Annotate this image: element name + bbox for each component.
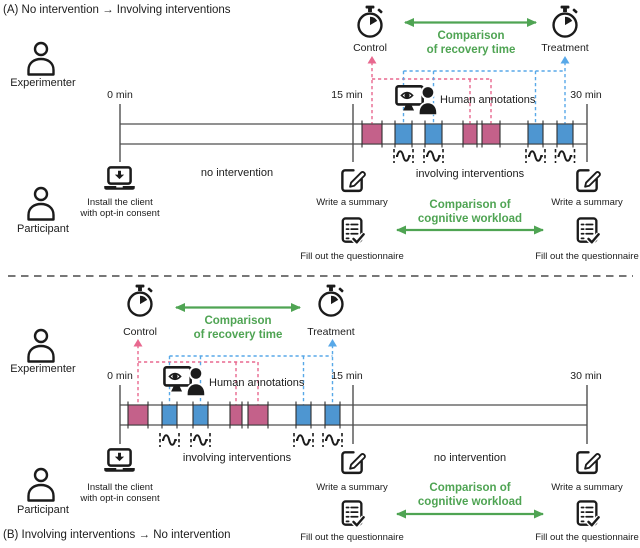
control-label: Control — [353, 42, 387, 54]
install-line2: with opt-in consent — [80, 208, 160, 219]
write-summary-label: Write a summary — [551, 197, 623, 208]
annotation-arrowhead — [560, 56, 570, 64]
intervention-block-control — [127, 404, 149, 426]
intervention-block-control — [361, 123, 383, 145]
write-summary-icon — [576, 451, 601, 475]
human-annotation-icon — [163, 365, 205, 396]
questionnaire-label: Fill out the questionnaire — [535, 251, 639, 262]
timeline-blocks-a — [361, 56, 576, 164]
intervention-signal-icon — [322, 432, 343, 448]
intervention-block-treatment — [295, 404, 312, 426]
intervention-block-control — [481, 123, 501, 145]
experimenter-icon — [27, 328, 55, 363]
time-0min: 0 min — [107, 89, 133, 101]
intervention-block-control — [247, 404, 269, 426]
annotation-arrowhead — [367, 56, 377, 64]
time-30min: 30 min — [570, 89, 602, 101]
recovery-comparison-label: Comparison of recovery time — [401, 30, 541, 57]
participant-label: Participant — [17, 504, 69, 516]
treatment-stopwatch-icon — [318, 284, 346, 317]
phase-no-intervention: no intervention — [200, 167, 274, 179]
recovery-comparison-label: Comparison of recovery time — [168, 315, 308, 342]
annotation-arrowhead — [133, 339, 143, 347]
workload-line2: cognitive workload — [417, 212, 523, 225]
install-client-label: Install the client with opt-in consent — [60, 197, 180, 219]
install-line1: Install the client — [87, 197, 153, 208]
section-a-title: (A) No intervention → Involving interven… — [3, 4, 231, 16]
time-15min: 15 min — [331, 370, 363, 382]
install-client-icon — [102, 448, 137, 473]
control-stopwatch-icon — [357, 5, 385, 38]
workload-line1: Comparison of — [429, 199, 511, 211]
experimenter-label: Experimenter — [10, 363, 76, 375]
recovery-line2: of recovery time — [426, 43, 516, 56]
treatment-stopwatch-icon — [552, 5, 580, 38]
annotation-arrowhead — [328, 339, 337, 347]
write-summary-label: Write a summary — [316, 482, 388, 493]
experimenter-label: Experimenter — [10, 77, 76, 89]
recovery-line2: of recovery time — [193, 328, 283, 341]
workload-line2: cognitive workload — [417, 495, 523, 508]
questionnaire-icon — [578, 501, 599, 525]
human-annotations-label: Human annotations — [209, 377, 305, 389]
intervention-block-treatment — [394, 123, 413, 145]
human-annotation-icon — [395, 84, 437, 115]
intervention-block-treatment — [192, 404, 209, 426]
workload-line1: Comparison of — [429, 482, 511, 494]
intervention-block-treatment — [161, 404, 178, 426]
intervention-block-treatment — [424, 123, 443, 145]
section-b-title: (B) Involving interventions → No interve… — [3, 529, 231, 541]
questionnaire-label: Fill out the questionnaire — [535, 532, 639, 543]
workload-comparison-label: Comparison of cognitive workload — [400, 482, 540, 509]
participant-icon — [27, 186, 55, 221]
time-0min: 0 min — [107, 370, 133, 382]
workload-comparison-label: Comparison of cognitive workload — [400, 199, 540, 226]
questionnaire-icon — [343, 501, 364, 525]
install-client-icon — [102, 166, 137, 191]
intervention-signal-icon — [423, 148, 444, 164]
intervention-signal-icon — [525, 148, 546, 164]
control-label: Control — [123, 326, 157, 338]
experimenter-icon — [27, 41, 55, 76]
install-line1: Install the client — [87, 482, 153, 493]
write-summary-label: Write a summary — [551, 482, 623, 493]
intervention-signal-icon — [393, 148, 414, 164]
questionnaire-label: Fill out the questionnaire — [300, 251, 404, 262]
phase-involving-interventions: involving interventions — [415, 168, 525, 180]
recovery-line1: Comparison — [437, 30, 505, 42]
intervention-signal-icon — [190, 432, 211, 448]
treatment-label: Treatment — [541, 42, 589, 54]
timeline-frame-a — [119, 104, 588, 162]
time-30min: 30 min — [570, 370, 602, 382]
participant-label: Participant — [17, 223, 69, 235]
intervention-signal-icon — [293, 432, 314, 448]
control-stopwatch-icon — [127, 284, 155, 317]
write-summary-icon — [341, 451, 366, 475]
questionnaire-label: Fill out the questionnaire — [300, 532, 404, 543]
intervention-block-treatment — [556, 123, 574, 145]
human-annotations-label: Human annotations — [440, 94, 536, 106]
recovery-line1: Comparison — [204, 315, 272, 327]
timeline-blocks-b — [127, 339, 343, 448]
phase-no-intervention: no intervention — [433, 452, 507, 464]
intervention-block-control — [462, 123, 478, 145]
install-line2: with opt-in consent — [80, 493, 160, 504]
write-summary-label: Write a summary — [316, 197, 388, 208]
intervention-block-control — [229, 404, 243, 426]
intervention-block-treatment — [324, 404, 341, 426]
participant-icon — [27, 467, 55, 502]
intervention-block-treatment — [527, 123, 544, 145]
write-summary-icon — [341, 169, 366, 193]
write-summary-icon — [576, 169, 601, 193]
intervention-signal-icon — [554, 148, 576, 164]
questionnaire-icon — [578, 218, 599, 242]
time-15min: 15 min — [331, 89, 363, 101]
install-client-label: Install the client with opt-in consent — [60, 482, 180, 504]
phase-involving-interventions: involving interventions — [182, 452, 292, 464]
intervention-signal-icon — [159, 432, 180, 448]
questionnaire-icon — [343, 218, 364, 242]
treatment-label: Treatment — [307, 326, 355, 338]
